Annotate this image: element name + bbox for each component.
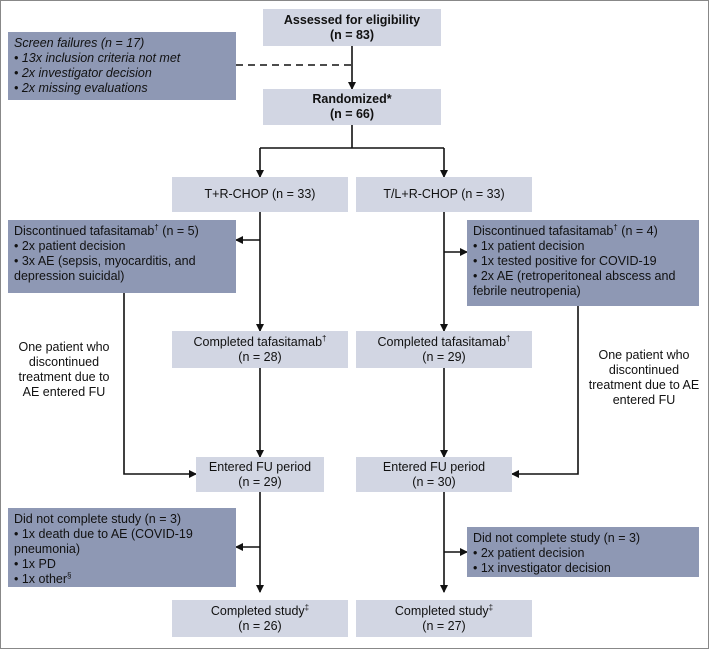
list-item: 13x inclusion criteria not met: [14, 51, 230, 66]
left-completed-study-label: Completed study‡: [210, 602, 310, 619]
right-completed-tafasitamab-box: Completed tafasitamab† (n = 29): [356, 331, 532, 368]
list-item: 2x AE (retroperitoneal abscess and febri…: [473, 269, 693, 299]
left-not-complete-box: Did not complete study (n = 3) 1x death …: [8, 508, 236, 587]
arm-right-box: T/L+R-CHOP (n = 33): [356, 177, 532, 212]
list-item: 2x missing evaluations: [14, 81, 230, 96]
list-item: 2x patient decision: [473, 546, 693, 561]
double-dagger-mark: ‡: [488, 602, 494, 612]
right-not-complete-list: 2x patient decision 1x investigator deci…: [473, 546, 693, 576]
left-not-complete-title: Did not complete study (n = 3): [14, 512, 182, 526]
right-completed-tafasitamab-label: Completed tafasitamab†: [377, 333, 511, 350]
right-not-complete-box: Did not complete study (n = 3) 2x patien…: [467, 527, 699, 577]
item-text: 1x other: [21, 572, 68, 586]
list-item: 1x other§: [14, 570, 230, 587]
list-item: 1x investigator decision: [473, 561, 693, 576]
right-entered-fu-box: Entered FU period (n = 30): [356, 457, 512, 492]
right-completed-tafasitamab-n: (n = 29): [422, 349, 466, 364]
dagger-mark: †: [613, 222, 618, 232]
list-item: 1x death due to AE (COVID-19 pneumonia): [14, 527, 230, 557]
randomized-box: Randomized* (n = 66): [263, 89, 441, 125]
left-completed-study-n: (n = 26): [238, 618, 282, 633]
eligibility-title: Assessed for eligibility: [283, 12, 421, 27]
arm-left-box: T+R-CHOP (n = 33): [172, 177, 348, 212]
arrow-right-ae-to-fu: [511, 306, 579, 478]
label-text: Completed study: [394, 603, 489, 618]
list-item: 1x PD: [14, 557, 230, 572]
right-completed-study-n: (n = 27): [422, 618, 466, 633]
list-item: 1x patient decision: [473, 239, 693, 254]
list-item: 2x investigator decision: [14, 66, 230, 81]
arm-right-name: T/L+R-CHOP (n = 33): [383, 187, 505, 201]
left-completed-tafasitamab-n: (n = 28): [238, 349, 282, 364]
left-not-complete-list: 1x death due to AE (COVID-19 pneumonia) …: [14, 527, 230, 587]
left-entered-fu-label: Entered FU period: [208, 459, 312, 474]
right-entered-fu-n: (n = 30): [412, 474, 456, 489]
dagger-mark: †: [154, 222, 159, 232]
left-fu-note: One patient who discontinued treatment d…: [18, 340, 110, 399]
section-mark: §: [67, 570, 72, 580]
left-completed-tafasitamab-box: Completed tafasitamab† (n = 28): [172, 331, 348, 368]
list-item: 3x AE (sepsis, myocarditis, and depressi…: [14, 254, 230, 284]
list-item: 2x patient decision: [14, 239, 230, 254]
right-fu-note: One patient who discontinued treatment d…: [588, 348, 700, 407]
dagger-mark: †: [322, 333, 327, 343]
left-entered-fu-box: Entered FU period (n = 29): [196, 457, 324, 492]
left-entered-fu-n: (n = 29): [238, 474, 282, 489]
double-dagger-mark: ‡: [304, 602, 310, 612]
right-entered-fu-label: Entered FU period: [382, 459, 486, 474]
screen-failures-list: 13x inclusion criteria not met 2x invest…: [14, 51, 230, 96]
title-text: Discontinued tafasitamab: [473, 224, 614, 238]
randomized-title: Randomized*: [312, 92, 392, 106]
left-completed-tafasitamab-label: Completed tafasitamab†: [193, 333, 327, 350]
label-text: Completed study: [210, 603, 305, 618]
right-not-complete-title: Did not complete study (n = 3): [473, 531, 641, 545]
title-n: (n = 4): [617, 224, 658, 238]
right-completed-study-label: Completed study‡: [394, 602, 494, 619]
eligibility-box: Assessed for eligibility (n = 83): [263, 9, 441, 46]
list-item: 1x tested positive for COVID-19: [473, 254, 693, 269]
label-text: Completed tafasitamab: [193, 334, 323, 349]
dagger-mark: †: [506, 333, 511, 343]
right-completed-study-box: Completed study‡ (n = 27): [356, 600, 532, 637]
right-discontinued-box: Discontinued tafasitamab† (n = 4) 1x pat…: [467, 220, 699, 306]
title-n: (n = 5): [158, 224, 199, 238]
title-text: Discontinued tafasitamab: [14, 224, 155, 238]
arm-left-name: T+R-CHOP (n = 33): [204, 187, 316, 201]
screen-failures-box: Screen failures (n = 17) 13x inclusion c…: [8, 32, 236, 100]
arrow-left-ae-to-fu: [123, 293, 197, 478]
left-discontinued-list: 2x patient decision 3x AE (sepsis, myoca…: [14, 239, 230, 284]
randomized-n: (n = 66): [329, 107, 375, 121]
left-completed-study-box: Completed study‡ (n = 26): [172, 600, 348, 637]
left-discontinued-box: Discontinued tafasitamab† (n = 5) 2x pat…: [8, 220, 236, 293]
right-discontinued-title: Discontinued tafasitamab† (n = 4): [473, 222, 693, 239]
eligibility-n: (n = 83): [329, 27, 375, 42]
right-discontinued-list: 1x patient decision 1x tested positive f…: [473, 239, 693, 299]
label-text: Completed tafasitamab: [377, 334, 507, 349]
screen-failures-title: Screen failures (n = 17): [14, 36, 145, 50]
split-line: [260, 125, 444, 149]
left-discontinued-title: Discontinued tafasitamab† (n = 5): [14, 222, 230, 239]
